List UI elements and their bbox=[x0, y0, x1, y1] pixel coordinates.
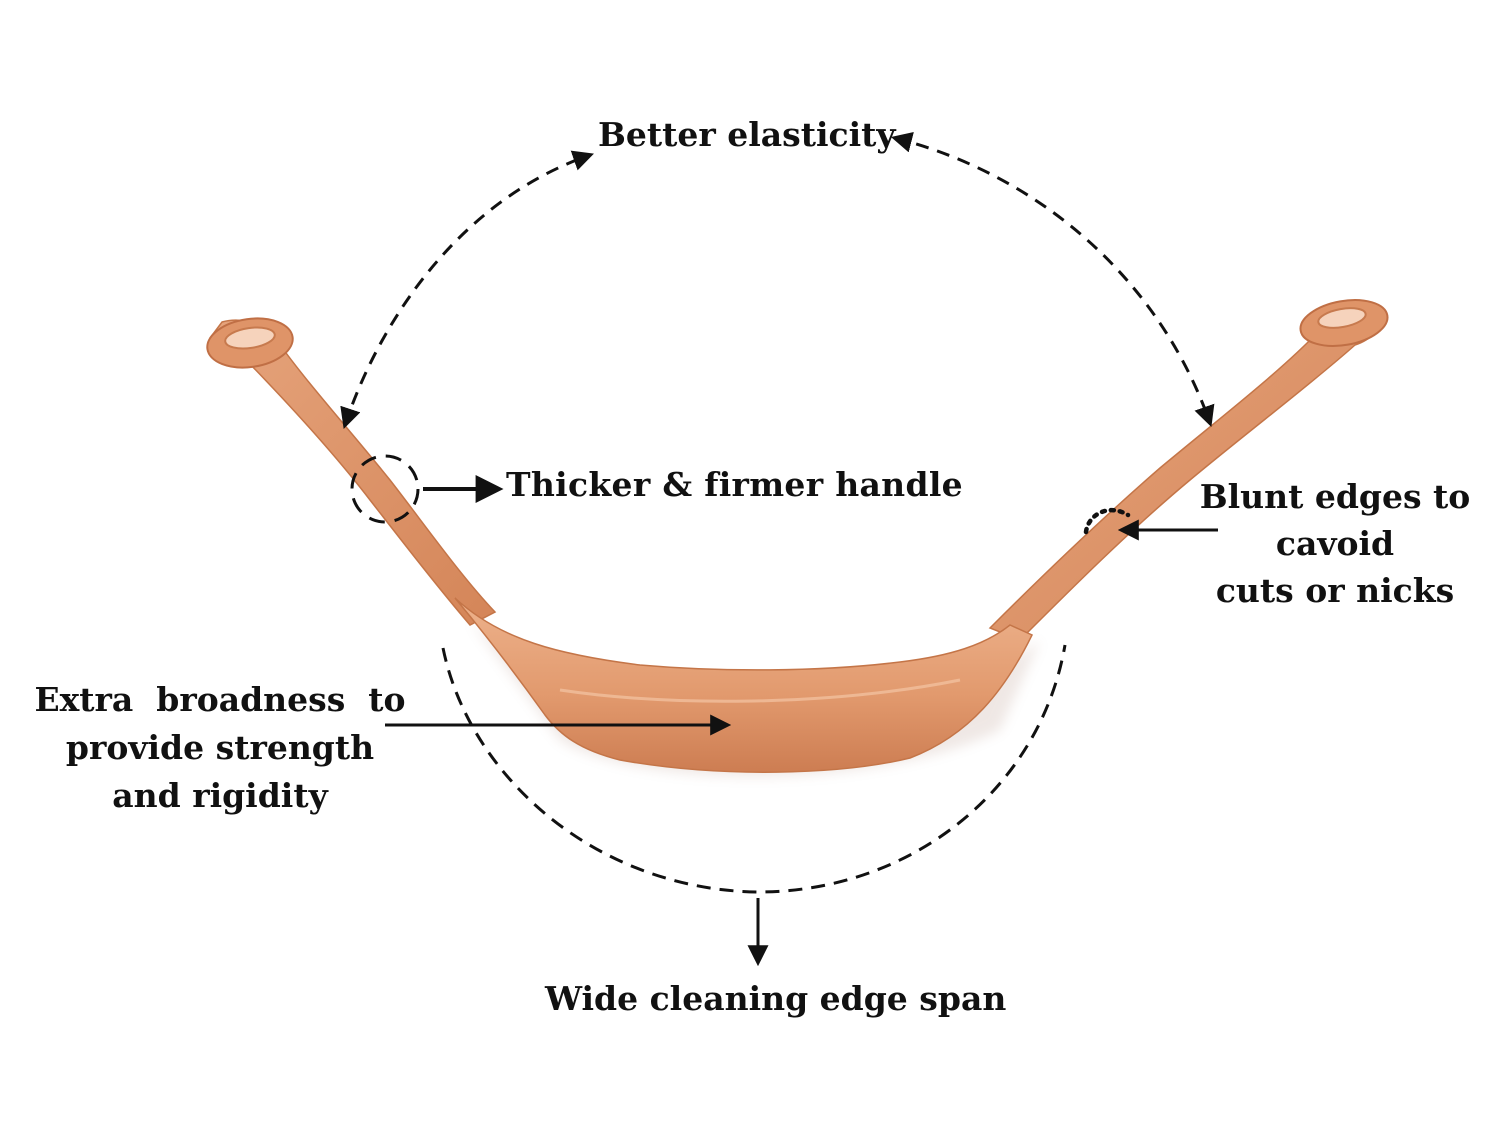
elasticity-arrow-left bbox=[340, 150, 594, 429]
handle-callout bbox=[350, 454, 504, 524]
label-better-elasticity: Better elasticity bbox=[598, 115, 896, 154]
handle-callout-circle bbox=[350, 454, 420, 524]
scraper-blade bbox=[454, 597, 1034, 773]
span-arc bbox=[441, 644, 1067, 894]
blunt-callout-marker bbox=[1083, 507, 1131, 535]
blunt-callout bbox=[1083, 507, 1218, 541]
label-blunt-line-2: cavoid bbox=[1275, 524, 1395, 563]
label-broad-line-2: provide strength bbox=[65, 728, 375, 767]
left-handle bbox=[209, 319, 497, 626]
right-loop-hole bbox=[1317, 307, 1367, 329]
copper-tongue-scraper bbox=[206, 299, 1389, 773]
elasticity-arrow-right bbox=[890, 131, 1215, 427]
label-blunt-line-3: cuts or nicks bbox=[1215, 571, 1455, 610]
label-wide-cleaning-edge-span: Wide cleaning edge span bbox=[545, 979, 1007, 1018]
label-thicker-handle: Thicker & firmer handle bbox=[506, 465, 963, 504]
label-extra-broadness: Extra broadness to provide strength and … bbox=[30, 676, 410, 820]
label-blunt-edges: Blunt edges to cavoid cuts or nicks bbox=[1196, 473, 1474, 614]
label-broad-line-1: Extra broadness to bbox=[34, 680, 406, 719]
label-broad-line-3: and rigidity bbox=[112, 776, 328, 815]
left-loop-hole bbox=[224, 326, 276, 350]
elasticity-arrows bbox=[340, 131, 1215, 429]
blade-highlight bbox=[559, 678, 961, 703]
right-handle bbox=[988, 308, 1381, 641]
span-callout bbox=[441, 644, 1067, 967]
label-blunt-line-1: Blunt edges to bbox=[1199, 477, 1471, 516]
